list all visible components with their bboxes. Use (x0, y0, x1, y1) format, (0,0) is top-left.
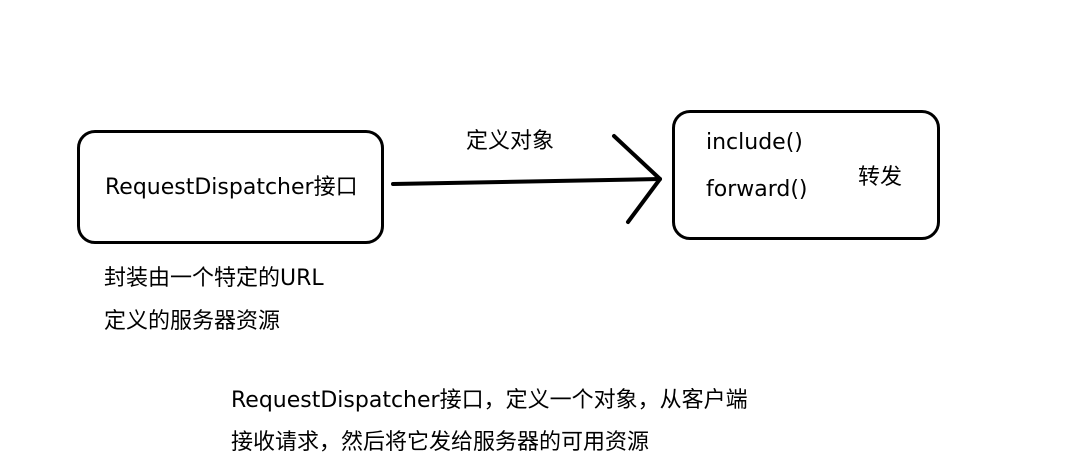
note-line: 封装由一个特定的URL (104, 266, 324, 291)
request-dispatcher-label: RequestDispatcher接口 (105, 175, 358, 200)
include-method-label: include() (706, 130, 803, 155)
description-line: RequestDispatcher接口，定义一个对象，从客户端 (231, 388, 748, 413)
dispatcher-methods-box (672, 110, 940, 240)
forward-method-label: forward() (706, 177, 808, 202)
description-line: 接收请求，然后将它发给服务器的可用资源 (231, 430, 650, 455)
note-line: 定义的服务器资源 (104, 309, 281, 334)
arrow-label: 定义对象 (466, 129, 555, 154)
request-dispatcher-box (77, 130, 384, 244)
arrow-shaft (391, 177, 662, 186)
arrow-head (612, 134, 662, 224)
forward-side-label: 转发 (858, 165, 903, 190)
